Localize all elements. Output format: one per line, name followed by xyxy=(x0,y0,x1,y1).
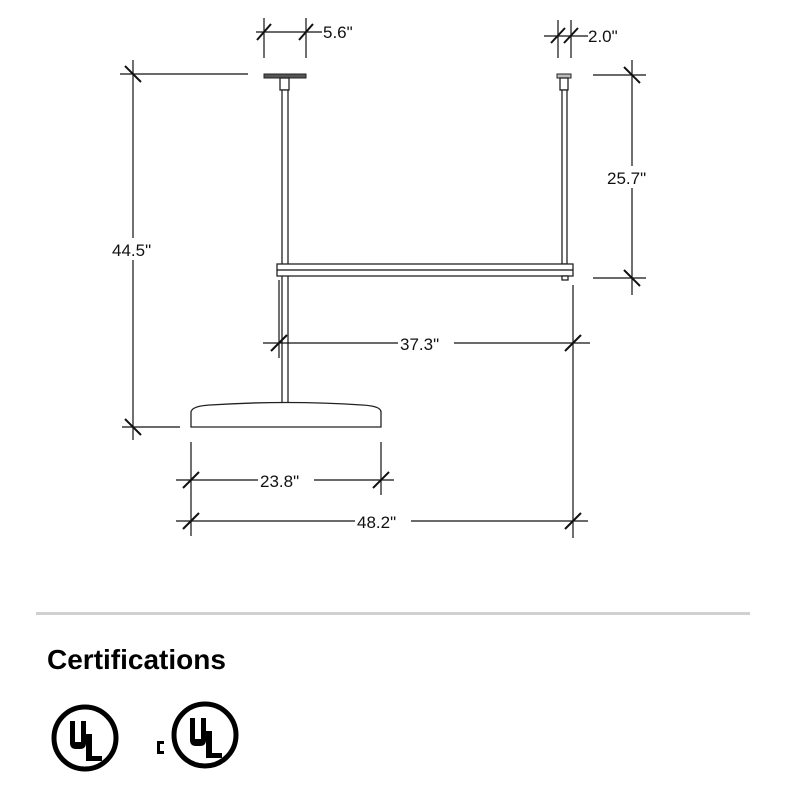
dimension-label: 44.5" xyxy=(112,241,151,260)
fixture xyxy=(190,73,574,428)
cul-listed-logo xyxy=(157,701,239,769)
bar-end-cap xyxy=(561,275,569,281)
dimension-bar-length: 37.3" xyxy=(263,280,590,538)
dimension-overall-width: 48.2" xyxy=(176,495,588,536)
dimension-label: 25.7" xyxy=(607,169,646,188)
dimension-label: 2.0" xyxy=(588,27,618,46)
dimension-overall-height: 44.5" xyxy=(112,60,248,440)
dimension-label: 5.6" xyxy=(323,23,353,42)
dimension-drawing: 5.6" 2.0" 44.5" 25.7" 37.3" 23.8" xyxy=(112,18,660,538)
ul-listed-logo xyxy=(51,704,119,772)
dimension-canopy-width: 5.6" xyxy=(256,18,353,58)
dimension-stem-height: 25.7" xyxy=(593,60,660,295)
dimension-stem-canopy-width: 2.0" xyxy=(544,20,618,58)
certifications-heading: Certifications xyxy=(47,644,226,675)
dimension-label: 37.3" xyxy=(400,335,439,354)
dimension-label: 48.2" xyxy=(357,513,396,532)
dimension-shade-diameter: 23.8" xyxy=(176,442,394,495)
shade xyxy=(190,401,382,428)
dimension-label: 23.8" xyxy=(260,472,299,491)
section-divider xyxy=(36,612,750,615)
